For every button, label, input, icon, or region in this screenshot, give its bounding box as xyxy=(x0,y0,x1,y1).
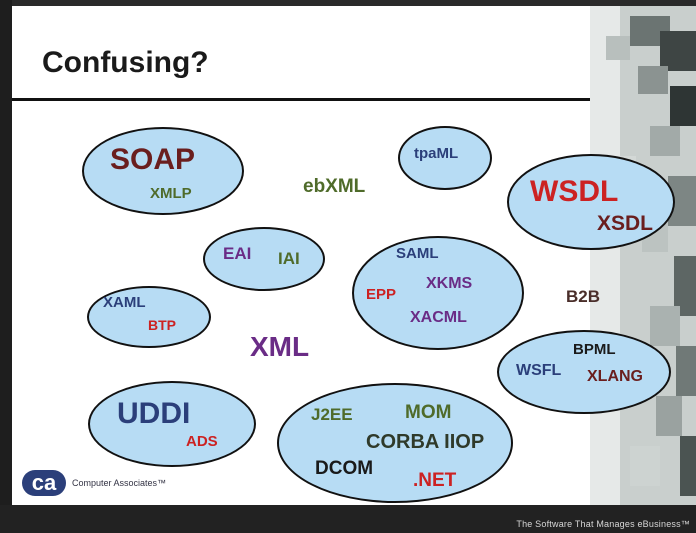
company-logo: ca Computer Associates™ xyxy=(22,470,166,496)
term-net: .NET xyxy=(413,470,457,491)
mosaic-decoration xyxy=(590,6,696,506)
slide-title: Confusing? xyxy=(42,46,209,79)
term-j2ee: J2EE xyxy=(311,405,353,424)
term-b2b: B2B xyxy=(566,287,601,306)
footer-bar: The Software That Manages eBusiness™ xyxy=(0,505,696,533)
bubble-xaml xyxy=(87,286,211,348)
title-band xyxy=(12,6,696,98)
frame-top-border xyxy=(0,0,696,6)
term-ads: ADS xyxy=(186,433,218,450)
frame-left-border xyxy=(0,0,12,533)
term-xsdl: XSDL xyxy=(597,212,654,235)
ca-logo-mark: ca xyxy=(22,470,66,496)
term-tpaml: tpaML xyxy=(414,145,459,162)
term-wsdl: WSDL xyxy=(530,175,619,208)
bubble-eai xyxy=(203,227,325,291)
term-xkms: XKMS xyxy=(426,275,473,292)
term-epp: EPP xyxy=(366,286,397,303)
footer-tagline: The Software That Manages eBusiness™ xyxy=(516,519,690,529)
bubble-soap xyxy=(82,127,244,215)
term-mom: MOM xyxy=(405,402,452,423)
term-wsfl: WSFL xyxy=(516,362,562,379)
term-xacml: XACML xyxy=(410,309,467,326)
bubble-uddi xyxy=(88,381,256,467)
term-xlang: XLANG xyxy=(587,368,643,385)
logo-text: Computer Associates™ xyxy=(72,478,167,488)
bubble-tpaml xyxy=(398,126,492,190)
bubble-bpml xyxy=(497,330,671,414)
term-corba-iiop: CORBA IIOP xyxy=(366,431,485,453)
term-eai: EAI xyxy=(223,244,252,263)
term-dcom: DCOM xyxy=(315,458,374,479)
bubble-wsdl xyxy=(507,154,675,250)
term-uddi: UDDI xyxy=(117,397,191,430)
bubble-middleware xyxy=(277,383,513,503)
bubble-security xyxy=(352,236,524,350)
term-ebxml: ebXML xyxy=(303,176,366,197)
term-bpml: BPML xyxy=(573,341,616,358)
term-saml: SAML xyxy=(396,245,439,262)
term-soap: SOAP xyxy=(110,143,196,176)
term-xmlp: XMLP xyxy=(150,185,192,202)
term-xaml: XAML xyxy=(103,294,146,311)
term-btp: BTP xyxy=(148,317,176,333)
title-divider xyxy=(12,98,696,101)
term-iai: IAI xyxy=(278,249,300,268)
term-xml: XML xyxy=(250,331,310,362)
